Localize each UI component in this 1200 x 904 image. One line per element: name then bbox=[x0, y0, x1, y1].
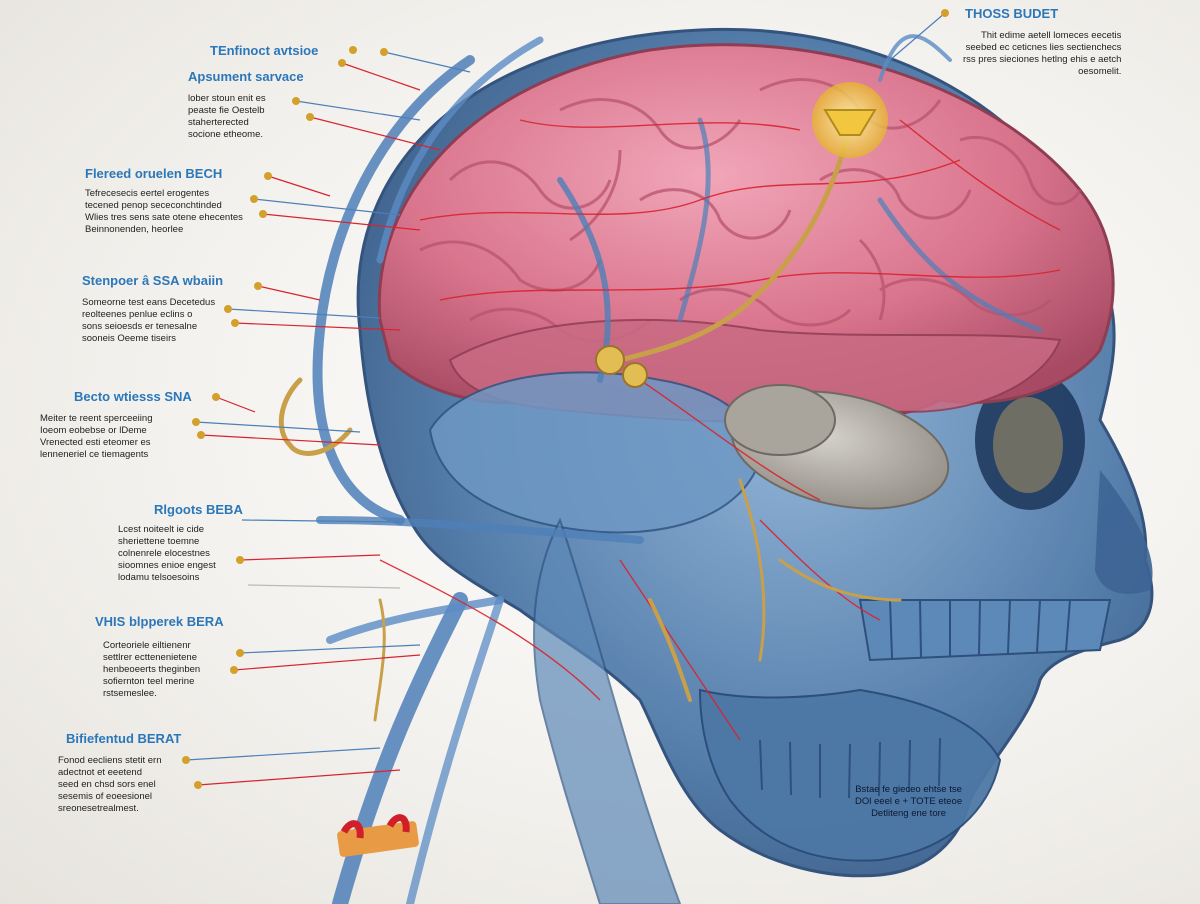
callout-2-body: lober stoun enit es peaste fie Oestelb s… bbox=[188, 93, 304, 141]
callout-7-line: settlrer ecttenenietene bbox=[103, 652, 198, 663]
callout-4-line: Someorne test eans Decetedus bbox=[82, 297, 216, 308]
leader-dots bbox=[182, 9, 949, 789]
red-clip bbox=[337, 814, 419, 857]
callout-5-line: lenneneriel ce tiemagents bbox=[40, 449, 149, 460]
callout-1: TEnfinoct avtsioe bbox=[210, 43, 318, 59]
callout-2-title: Apsument sarvace bbox=[188, 69, 304, 84]
callout-9-line: rss pres sieciones hetlng ehis e aetch bbox=[963, 54, 1122, 65]
callout-7-line: rstsemeslee. bbox=[103, 688, 157, 699]
jaw-label-line: Bstae fe gieceo ehtse tse bbox=[855, 784, 962, 795]
callout-5-body: Meiter te reent sperceeiing Ioeom eobebs… bbox=[40, 413, 192, 461]
callout-3: Flereed oruelen BECH Tefrecesecis eertel… bbox=[85, 166, 243, 236]
callout-4: Stenpoer â SSA wbaiin Someorne test eans… bbox=[82, 273, 223, 345]
callout-4-line: reolteenes penlue eclins o bbox=[82, 309, 193, 320]
callout-4-title: Stenpoer â SSA wbaiin bbox=[82, 273, 224, 288]
jaw-label: Bstae fe gieceo ehtse tse DOl eeel e + T… bbox=[855, 784, 962, 820]
callout-5-line: Vrenected esti eteomer es bbox=[40, 437, 151, 448]
callout-6: Rlgoots BEBA Lcest noiteelt ie cide sher… bbox=[118, 502, 243, 584]
callout-4-line: sooneis Oeeme tiseirs bbox=[82, 333, 176, 344]
callout-8-line: sreonesetrealmest. bbox=[58, 803, 139, 814]
callout-1-title: TEnfinoct avtsioe bbox=[210, 43, 319, 58]
callout-9-title: THOSS BUDET bbox=[965, 6, 1059, 21]
arteries bbox=[379, 119, 1061, 741]
callout-8: Bifiefentud BERAT Fonod eecliens stetit … bbox=[58, 731, 181, 815]
callout-3-body: Tefrecesecis eertel erogentes tecened pe… bbox=[85, 188, 243, 236]
callout-6-line: lodamu telsoesoins bbox=[118, 572, 200, 583]
callout-3-title: Flereed oruelen BECH bbox=[85, 166, 223, 181]
callout-9: THOSS BUDET Thit edime aetell lomeces ee… bbox=[963, 6, 1121, 78]
callout-5-line: Ioeom eobebse or lDeme bbox=[40, 425, 147, 436]
callout-2-line: socione etheome. bbox=[188, 129, 263, 140]
callout-8-title: Bifiefentud BERAT bbox=[66, 731, 182, 746]
callout-7-line: henbeoeerts theginben bbox=[103, 664, 201, 675]
callout-6-line: colnenrele elocestnes bbox=[118, 548, 210, 559]
callout-6-line: sioomnes enioe engest bbox=[118, 560, 216, 571]
callout-7-title: VHIS blpperek BERA bbox=[95, 614, 224, 629]
leader-lines bbox=[185, 12, 946, 786]
callout-4-line: sons seioesds er tenesalne bbox=[82, 321, 198, 332]
callout-5-title: Becto wtiesss SNA bbox=[74, 389, 192, 404]
callout-3-line: tecened penop sececonchtinded bbox=[85, 200, 222, 211]
callout-9-line: Thit edime aetell lomeces eecetis bbox=[980, 30, 1122, 41]
callout-6-title: Rlgoots BEBA bbox=[154, 502, 243, 517]
callout-7-body: Corteoriele eiltienenr settlrer ecttenen… bbox=[103, 640, 224, 700]
callout-6-line: sheriettene toemne bbox=[118, 536, 200, 547]
callout-3-line: Tefrecesecis eertel erogentes bbox=[85, 188, 210, 199]
callout-3-line: Wlies tres sens sate otene ehecentes bbox=[85, 212, 243, 223]
brainstem bbox=[428, 371, 762, 904]
callout-7-line: Corteoriele eiltienenr bbox=[103, 640, 191, 651]
callout-8-line: Fonod eecliens stetit ern bbox=[58, 755, 162, 766]
callout-8-line: adectnot et eeetend bbox=[58, 767, 142, 778]
callout-8-body: Fonod eecliens stetit ern adectnot et ee… bbox=[58, 755, 181, 815]
callout-2-line: staherterected bbox=[188, 117, 249, 128]
callout-9-body: Thit edime aetell lomeces eecetis seebed… bbox=[963, 30, 1121, 78]
callout-5: Becto wtiesss SNA Meiter te reent sperce… bbox=[40, 389, 192, 461]
callout-6-body: Lcest noiteelt ie cide sheriettene toemn… bbox=[118, 524, 243, 584]
callout-2-line: peaste fie Oestelb bbox=[188, 105, 265, 116]
callout-3-line: Beinnonenden, heorlee bbox=[85, 224, 184, 235]
inner-ear-structure bbox=[724, 384, 950, 510]
jaw-label-line: Detliteng ene tore bbox=[871, 808, 947, 819]
callout-6-line: Lcest noiteelt ie cide bbox=[118, 524, 205, 535]
callout-7-line: sofiernton teel merine bbox=[103, 676, 195, 687]
callout-2: Apsument sarvace lober stoun enit es pea… bbox=[188, 69, 304, 141]
callout-7: VHIS blpperek BERA Corteoriele eiltienen… bbox=[95, 614, 224, 700]
callout-8-line: sesemis of eoeesionel bbox=[58, 791, 152, 802]
jaw-label-line: DOl eeel e + TOTE eteoe bbox=[855, 796, 963, 807]
callout-5-line: Meiter te reent sperceeiing bbox=[40, 413, 153, 424]
callout-2-line: lober stoun enit es bbox=[188, 93, 266, 104]
callout-9-line: seebed ec ceticnes lies sectienchecs bbox=[965, 42, 1122, 53]
callout-8-line: seed en chsd sors enel bbox=[58, 779, 156, 790]
callout-4-body: Someorne test eans Decetedus reolteenes … bbox=[82, 297, 223, 345]
nerves bbox=[278, 127, 902, 722]
callout-9-line: oesomelit. bbox=[1078, 66, 1122, 77]
